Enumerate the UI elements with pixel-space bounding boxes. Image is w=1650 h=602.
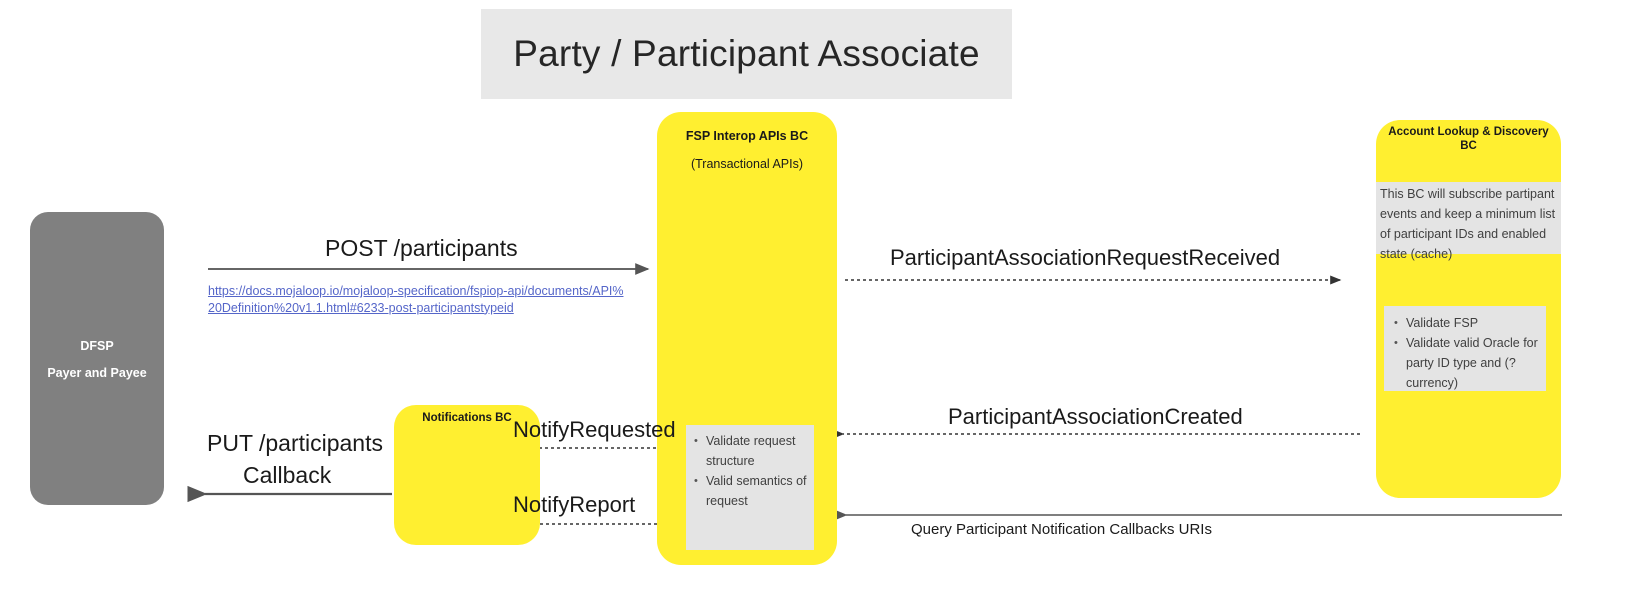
note-alsd-validate: Validate FSP Validate valid Oracle for p… (1384, 306, 1546, 391)
label-participant-association-created: ParticipantAssociationCreated (948, 404, 1243, 429)
page-title: Party / Participant Associate (513, 33, 980, 74)
participant-notifications-bc-name: Notifications BC (422, 412, 512, 424)
mojaloop-spec-link[interactable]: https://docs.mojaloop.io/mojaloop-specif… (208, 284, 624, 315)
label-notify-report: NotifyReport (513, 492, 636, 517)
note-alsd-validate-item-0: Validate FSP (1394, 313, 1540, 333)
participant-dfsp[interactable]: DFSP Payer and Payee (30, 212, 164, 505)
participant-dfsp-name: DFSP (80, 339, 114, 353)
note-fsp-validate: Validate request structure Valid semanti… (686, 425, 814, 550)
note-fsp-validate-item-1: Valid semantics of request (694, 471, 810, 511)
participant-account-lookup-discovery-bc-name: Account Lookup & Discovery BC (1388, 126, 1549, 152)
label-put-participants-callback: Callback (243, 462, 332, 488)
label-notify-requested: NotifyRequested (513, 417, 676, 442)
note-alsd-cache: This BC will subscribe partipant events … (1376, 182, 1561, 261)
page-title-banner: Party / Participant Associate (481, 9, 1012, 99)
note-alsd-validate-item-1: Validate valid Oracle for party ID type … (1394, 333, 1540, 393)
note-alsd-cache-text: This BC will subscribe partipant events … (1380, 187, 1556, 261)
note-fsp-validate-item-0: Validate request structure (694, 431, 810, 471)
label-put-participants: PUT /participants (207, 430, 383, 456)
label-query-participant-notification-callbacks-uris: Query Participant Notification Callbacks… (911, 521, 1212, 538)
participant-notifications-bc[interactable]: Notifications BC (394, 405, 540, 545)
participant-fsp-interop-apis-bc-subtitle: (Transactional APIs) (690, 157, 804, 171)
participant-fsp-interop-apis-bc-name: FSP Interop APIs BC (685, 129, 809, 143)
label-participant-association-request-received: ParticipantAssociationRequestReceived (890, 245, 1281, 270)
label-post-participants: POST /participants (325, 235, 518, 261)
participant-dfsp-subtitle: Payer and Payee (47, 366, 147, 380)
